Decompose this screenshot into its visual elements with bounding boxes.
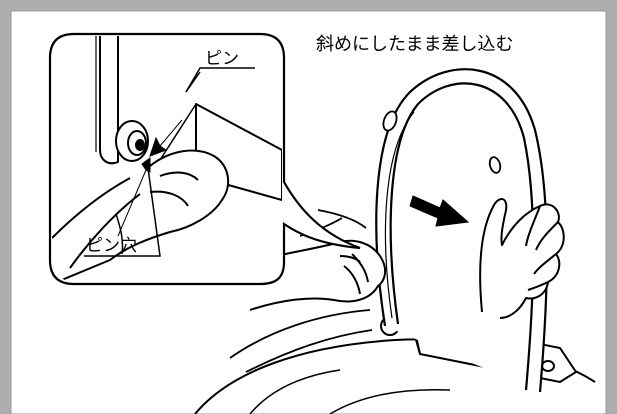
label-leader-lines: [84, 67, 255, 257]
insert-direction-arrow: [409, 195, 470, 227]
pin-hole-label: ピン穴: [86, 236, 137, 256]
right-hand: [479, 198, 565, 319]
pin-label: ピン: [205, 49, 239, 69]
pin-pointer-arrows: [117, 71, 201, 237]
instruction-text: 斜めにしたまま差し込む: [316, 34, 513, 55]
lid-bumpers: [382, 110, 502, 174]
arms: [229, 209, 373, 373]
inset-detail: [52, 36, 282, 282]
